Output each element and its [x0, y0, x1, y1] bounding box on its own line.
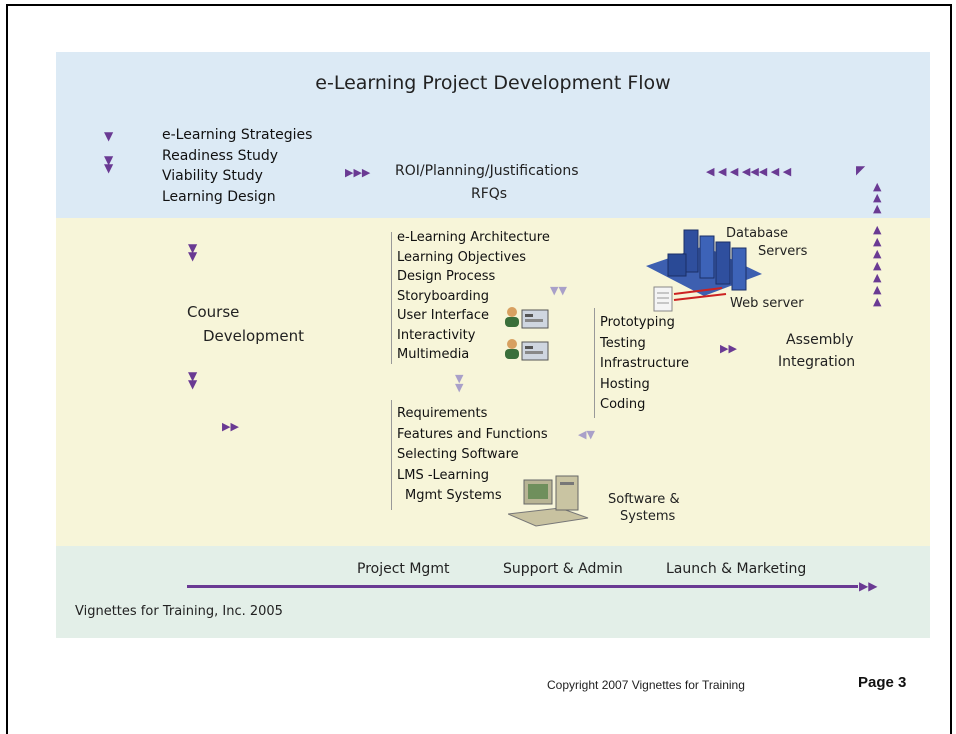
webserver-label: Web server — [730, 296, 804, 311]
strategy-item: Readiness Study — [162, 147, 279, 164]
strategy-item: Viability Study — [162, 168, 263, 184]
launch-marketing-label: Launch & Marketing — [666, 561, 807, 577]
architecture-item: Interactivity — [397, 327, 476, 343]
prototyping-item: Prototyping — [600, 315, 675, 330]
requirements-item: Selecting Software — [397, 447, 519, 462]
architecture-list: e-Learning Architecture Learning Objecti… — [397, 228, 550, 365]
strategy-list: e-Learning Strategies Readiness Study Vi… — [162, 125, 312, 207]
down-arrow-icon: ▼▼ — [188, 369, 198, 391]
down-arrow-icon: ▼ — [104, 129, 114, 143]
page-number: Page 3 — [858, 674, 907, 691]
architecture-item: User Interface — [397, 308, 489, 323]
architecture-item: Learning Objectives — [397, 249, 526, 265]
down-arrow-icon: ▼▼ — [104, 153, 114, 175]
development-band — [56, 218, 930, 546]
requirements-item: Features and Functions — [397, 426, 548, 442]
up-arrow-icon: ▲▲▲▲▲▲▲ — [873, 223, 882, 308]
requirements-item: Requirements — [397, 406, 488, 421]
software-label: Software & Systems — [608, 492, 680, 524]
requirements-list: Requirements Features and Functions Sele… — [397, 404, 548, 507]
page-title: e-Learning Project Development Flow — [315, 72, 671, 94]
planning-band: e-Learning Project Development Flow — [56, 52, 930, 218]
copyright-text: Copyright 2007 Vignettes for Training — [547, 678, 745, 692]
credit-label: Vignettes for Training, Inc. 2005 — [75, 604, 283, 619]
architecture-item: Storyboarding — [397, 288, 489, 304]
right-arrow-icon: ▶▶ — [222, 420, 239, 433]
left-arrow-icon: ◀ ◀ ◀ ◀◀◀ ◀ ◀ — [706, 165, 792, 178]
right-arrow-icon: ▶▶▶ — [345, 166, 371, 179]
down-arrow-icon: ▼▼ — [188, 241, 198, 263]
architecture-item: e-Learning Architecture — [397, 230, 550, 245]
up-arrow-icon: ▲▲▲ — [873, 180, 882, 215]
prototyping-item: Hosting — [600, 376, 650, 392]
course-label: Development — [203, 327, 304, 345]
support-admin-label: Support & Admin — [503, 561, 623, 577]
divider-line — [391, 232, 392, 364]
right-arrow-icon: ▶▶ — [720, 342, 737, 355]
down-arrow-icon: ▼▼ — [550, 284, 567, 297]
strategy-item: e-Learning Strategies — [162, 127, 313, 143]
right-arrow-icon: ▶▶ — [859, 579, 878, 593]
roi-label: ROI/Planning/Justifications — [395, 163, 579, 179]
project-mgmt-label: Project Mgmt — [357, 561, 450, 577]
requirements-item: Mgmt Systems — [405, 488, 502, 503]
prototyping-item: Infrastructure — [600, 356, 689, 371]
rfqs-label: RFQs — [471, 186, 508, 202]
prototyping-list: Prototyping Testing Infrastructure Hosti… — [600, 313, 689, 416]
document-icon — [653, 286, 673, 312]
servers-label: Servers — [758, 244, 808, 259]
timeline-bar — [187, 585, 858, 588]
divider-line — [594, 308, 595, 418]
prototyping-item: Testing — [600, 335, 646, 351]
requirements-item: LMS -Learning — [397, 467, 489, 483]
assembly-label: Assembly Integration — [778, 332, 856, 370]
strategy-item: Learning Design — [162, 188, 276, 205]
management-band — [56, 546, 930, 638]
architecture-item: Design Process — [397, 269, 496, 284]
course-label: Course — [187, 303, 240, 321]
architecture-item: Multimedia — [397, 347, 470, 362]
computer-icon — [508, 475, 589, 527]
database-label: Database — [726, 226, 789, 241]
people-icon — [505, 307, 549, 361]
slide-frame — [6, 4, 952, 734]
down-arrow-icon: ▼▼ — [455, 372, 464, 394]
server-icon — [646, 229, 762, 301]
prototyping-item: Coding — [600, 397, 646, 412]
turn-arrow-icon: ◤ — [856, 163, 866, 177]
divider-line — [391, 400, 392, 510]
turn-arrow-icon: ◀▼ — [578, 428, 595, 441]
